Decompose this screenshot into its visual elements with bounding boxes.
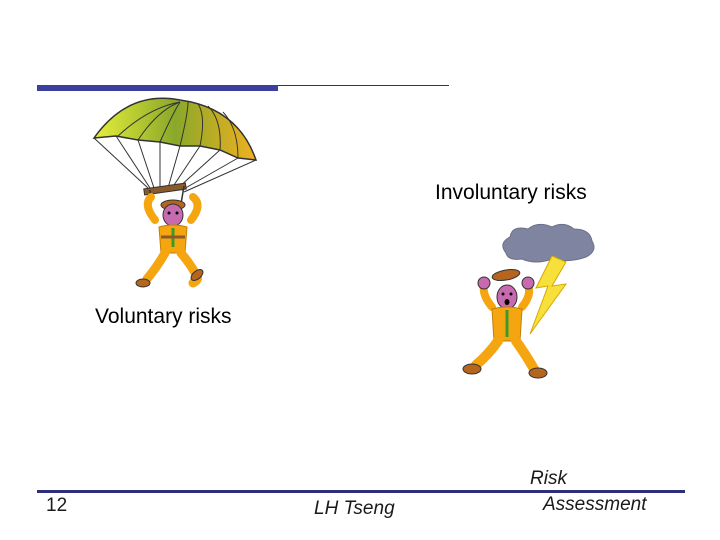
footer-divider [37,490,685,493]
skydiver-icon [135,193,204,288]
footer-title-line2: Assessment [543,494,647,515]
involuntary-risks-label: Involuntary risks [435,181,587,204]
lightning-icon [529,255,568,335]
scared-person-icon [462,269,548,379]
footer-title-line1: Risk [530,468,567,489]
voluntary-risks-label: Voluntary risks [95,305,232,328]
page-number: 12 [46,495,68,516]
storm-cloud-icon [502,223,595,263]
title-underline-accent [37,85,278,91]
footer-author: LH Tseng [314,498,395,519]
